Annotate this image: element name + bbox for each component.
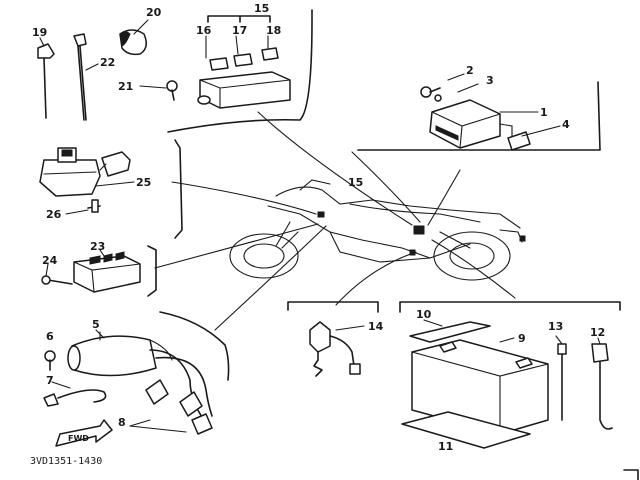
callout-4: 4 [562, 118, 570, 131]
callout-5: 5 [92, 318, 100, 331]
callout-18: 18 [266, 24, 281, 37]
callout-17: 17 [232, 24, 247, 37]
callout-numbers: 1 2 3 4 5 6 7 8 9 10 11 12 13 14 15 15 1… [32, 2, 605, 453]
battery-9 [401, 319, 613, 449]
callout-21: 21 [118, 80, 133, 93]
leader-lines [154, 111, 516, 331]
callout-3: 3 [486, 74, 494, 87]
callout-24: 24 [42, 254, 58, 267]
cover-20 [119, 19, 149, 56]
bolt-21 [139, 80, 178, 101]
callout-13: 13 [548, 320, 563, 333]
callout-2: 2 [466, 64, 474, 77]
main-switch-25 [39, 147, 135, 215]
figure-code: 3VD1351-1430 [30, 456, 102, 467]
motorcycle-outline [229, 179, 526, 281]
fwd-arrow: FWD [55, 419, 113, 447]
cdi-unit-1 [420, 73, 561, 151]
clamp-19 [37, 37, 55, 119]
callout-6: 6 [46, 330, 54, 343]
callout-10: 10 [416, 308, 432, 321]
fwd-label: FWD [68, 434, 89, 443]
callout-25: 25 [136, 176, 151, 189]
callout-9: 9 [518, 332, 526, 345]
callout-23: 23 [90, 240, 105, 253]
rectifier-23 [41, 249, 141, 293]
callout-11: 11 [438, 440, 453, 453]
corner-mark [623, 469, 639, 480]
callout-20: 20 [146, 6, 162, 19]
relay-unit-15 [197, 15, 291, 109]
callout-7: 7 [46, 374, 54, 387]
callout-14: 14 [368, 320, 384, 333]
callout-15-bike: 15 [348, 176, 363, 189]
callout-26: 26 [46, 208, 62, 221]
cable-tie-22 [73, 33, 99, 121]
callout-15-top: 15 [254, 2, 269, 15]
callout-8: 8 [118, 416, 126, 429]
callout-16: 16 [196, 24, 212, 37]
group-brackets [147, 9, 621, 381]
plug-14 [309, 321, 365, 377]
callout-19: 19 [32, 26, 47, 39]
ignition-coil-5 [43, 329, 213, 435]
callout-1: 1 [540, 106, 548, 119]
callout-22: 22 [100, 56, 115, 69]
callout-12: 12 [590, 326, 605, 339]
